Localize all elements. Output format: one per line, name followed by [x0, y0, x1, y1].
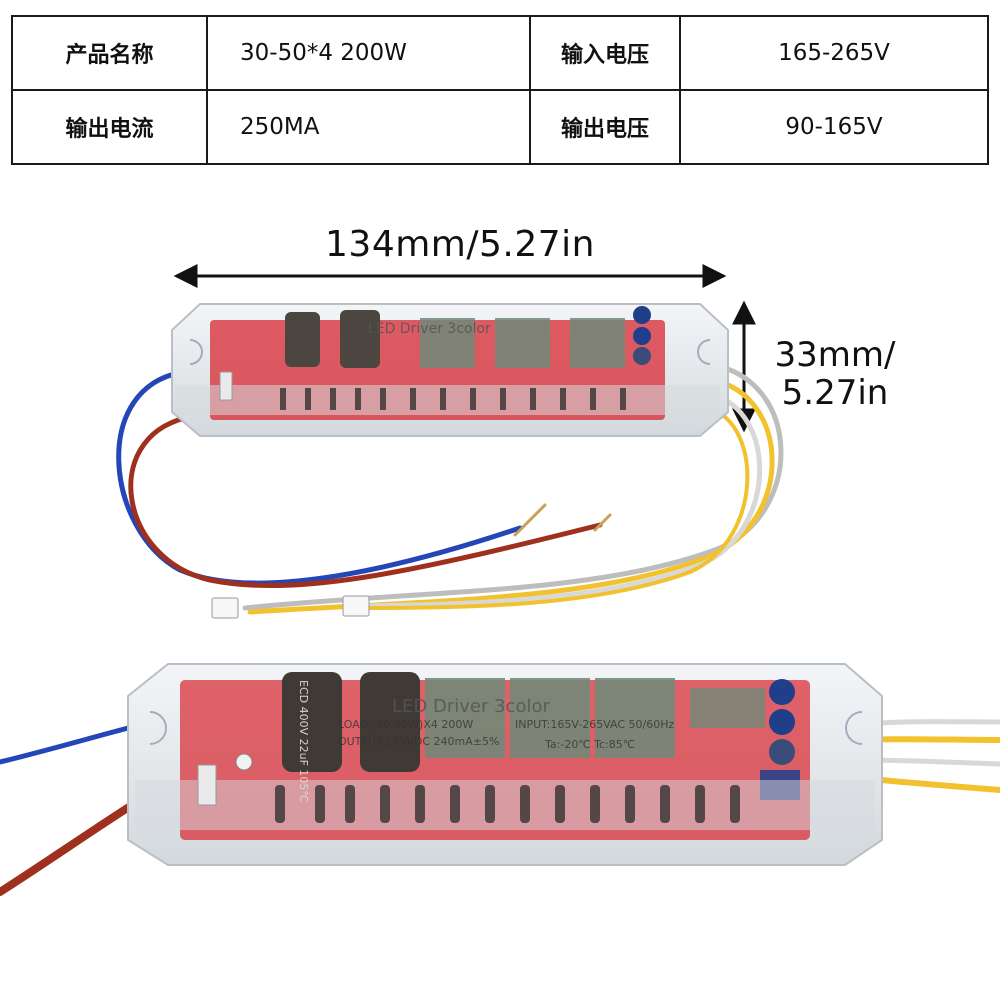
height-dimension-label: 33mm/ 5.27in: [760, 336, 910, 412]
spec-value-output-current: 250MA: [206, 89, 531, 165]
capacitor-label: ECD 400V 22uF 105℃: [297, 680, 310, 803]
spec-value-output-voltage: 90-165V: [679, 89, 989, 165]
spec-label-product-name: 产品名称: [11, 15, 208, 91]
spec-row: 输出电流 250MA 输出电压 90-165V: [11, 89, 989, 165]
temperature-spec-text: Ta:-20℃ Tc:85℃: [544, 738, 635, 751]
spec-value-product-name: 30-50*4 200W: [206, 15, 531, 91]
spec-value-input-voltage: 165-265V: [679, 15, 989, 91]
length-dimension-label: 134mm/5.27in: [325, 224, 595, 265]
input-spec-text: INPUT:165V-265VAC 50/60Hz: [515, 718, 675, 731]
top-driver-wires: [116, 362, 784, 615]
spec-label-output-current: 输出电流: [11, 89, 208, 165]
spec-label-input-voltage: 输入电压: [529, 15, 681, 91]
top-driver: LED Driver 3color: [171, 303, 729, 437]
output-spec-text: OUTPUT:165VDC 240mA±5%: [338, 735, 499, 748]
spec-table: 产品名称 30-50*4 200W 输入电压 165-265V 输出电流 250…: [11, 15, 989, 165]
height-dimension-line1: 33mm/: [774, 335, 896, 375]
bottom-driver-wires: [0, 719, 1000, 896]
spec-row: 产品名称 30-50*4 200W 输入电压 165-265V: [11, 15, 989, 91]
bottom-driver-label: LED Driver 3color: [392, 696, 550, 717]
bottom-driver: ECD 400V 22uF 105℃ LED Driver 3color LOA…: [127, 663, 883, 866]
spec-label-output-voltage: 输出电压: [529, 89, 681, 165]
height-dimension-line2: 5.27in: [781, 373, 889, 413]
top-driver-label: LED Driver 3color: [368, 321, 491, 337]
wire-connector: [211, 595, 370, 619]
load-spec-text: LOAD:(30-50W)X4 200W: [338, 718, 473, 731]
